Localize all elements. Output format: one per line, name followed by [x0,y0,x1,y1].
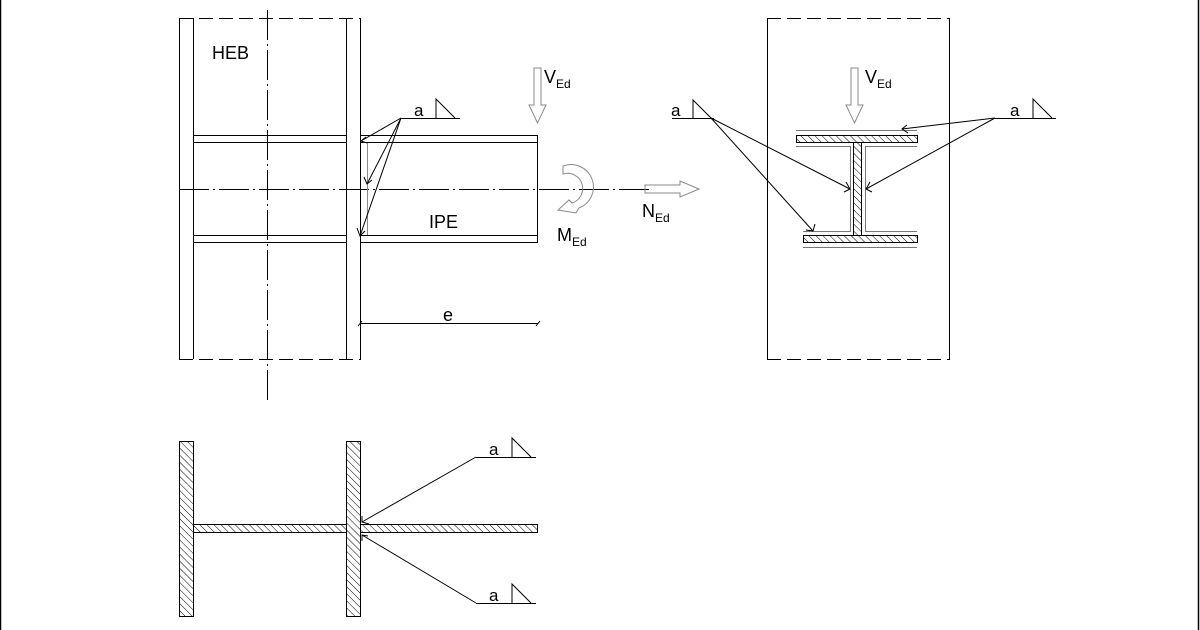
arrowhead [359,136,368,144]
arrowhead [363,176,373,185]
shear-label-section: VEd [865,67,892,91]
weld-leader [710,117,814,232]
weld-leader [361,534,477,604]
arrowhead [865,181,873,193]
fillet-weld-symbol [692,98,712,119]
dimension-label-e: e [443,305,453,325]
arrowhead [361,516,370,525]
column-web-section [193,524,347,533]
shear-label-section-main: V [865,67,877,87]
shear-label: VEd [544,67,571,91]
beam-label: IPE [429,212,458,232]
weld-label-plan-bottom: a [489,586,499,605]
shear-arrow-icon [528,67,547,125]
shear-label-section-sub: Ed [877,77,892,91]
fillet-weld-symbol [511,436,532,458]
weld-outline [865,146,917,232]
arrowhead [361,534,369,541]
arrowhead [843,181,851,193]
arrowhead [901,124,909,134]
moment-label: MEd [557,225,587,249]
plan-view [179,441,538,617]
axial-label-main: N [642,201,655,221]
weld-label-right: a [1010,101,1020,120]
weld-label-plan-top: a [489,440,499,459]
weld-label: a [414,101,424,120]
column-flange-left-section [179,441,194,617]
axial-arrow-icon [644,180,701,198]
shear-label-sub: Ed [556,77,571,91]
ipe-web [853,142,862,236]
weld-leader [710,117,851,190]
shear-arrow-section-icon [845,67,864,125]
section-view [672,18,1056,360]
arrowhead [356,227,366,237]
weld-leader [901,117,996,130]
weld-leader [360,117,402,142]
arrowhead [805,223,816,232]
fillet-weld-symbol [511,582,532,604]
axial-label-sub: Ed [655,211,670,225]
moment-label-sub: Ed [572,235,587,249]
weld-leader [361,456,477,523]
ipe-top-flange [796,135,918,143]
dimension-tick [357,320,363,327]
moment-arrow-icon [556,164,594,214]
moment-label-main: M [557,225,572,245]
weld-label-left: a [671,101,681,120]
weld-leader [366,117,402,185]
plan-weld-callouts [361,436,536,604]
shear-label-main: V [544,67,556,87]
column-label: HEB [212,43,249,63]
weld-leader [359,117,402,237]
weld-outline [796,146,851,232]
column-flange-right-section [346,441,361,617]
fillet-weld-symbol [1032,97,1053,119]
ipe-bottom-flange [803,235,918,243]
axial-label: NEd [642,201,670,225]
dimension-tick [535,320,541,327]
fillet-weld-symbol [435,97,456,119]
beam-web-section [360,524,538,533]
weld-leader [865,117,996,190]
elevation-view [179,10,650,400]
